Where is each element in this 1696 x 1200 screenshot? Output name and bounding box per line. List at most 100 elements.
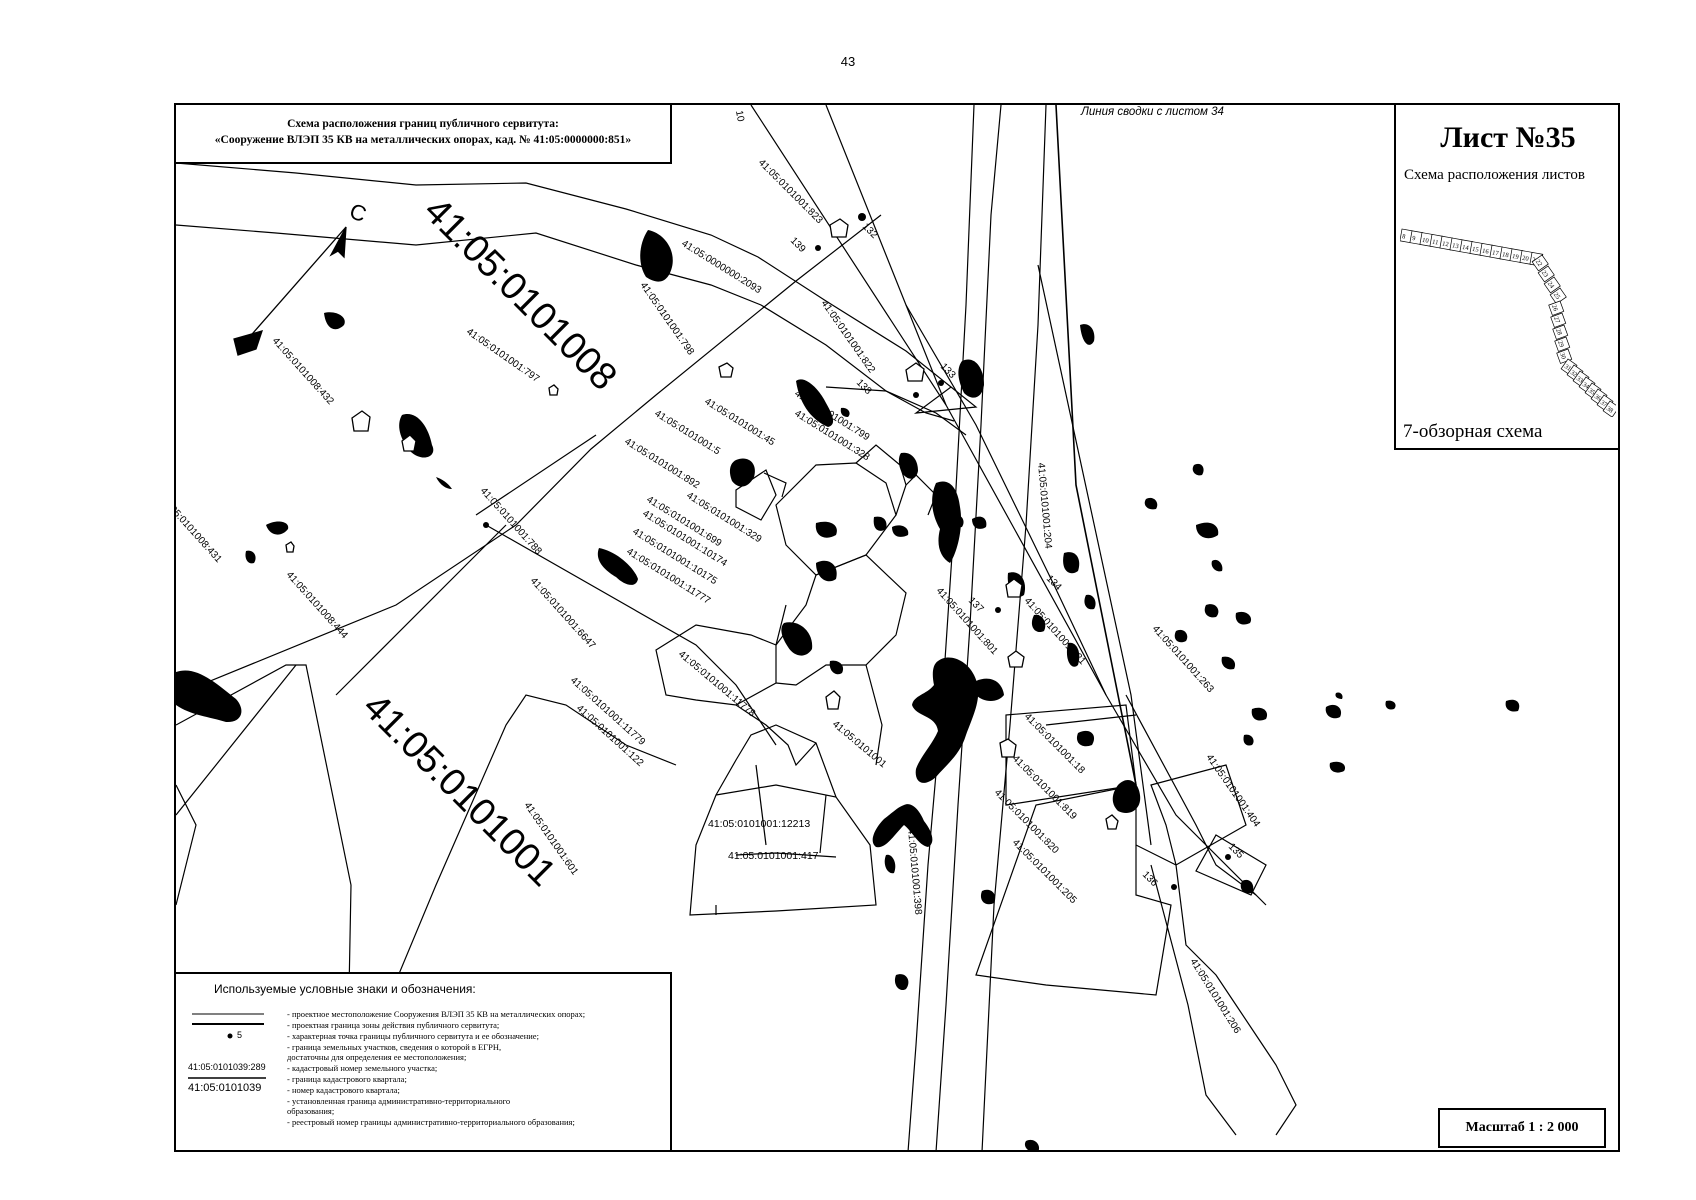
parcel-label: 41:05:0101001:6647 <box>528 576 598 652</box>
parcel-label: 41:05:0101001:5 <box>652 408 722 457</box>
overview-sheet-cell: 20 <box>1519 250 1534 265</box>
overview-sheet-cell: 27 <box>1550 312 1567 328</box>
parcel <box>755 764 767 846</box>
overview-sheet-number: 30 <box>1558 352 1567 361</box>
north-arrow-shaft <box>245 226 347 342</box>
blob <box>1144 497 1158 510</box>
overview-sheet-number: 25 <box>1552 292 1561 301</box>
parcel-label: 41:05:0101001:11778 <box>676 649 757 720</box>
blob <box>884 854 896 874</box>
overview-sheet-rect <box>1531 254 1549 272</box>
overview-sheet-number: 15 <box>1472 246 1480 254</box>
overview-sheet-number: 36 <box>1593 393 1603 403</box>
house-icon <box>905 362 925 382</box>
parcel-label: 41:05:0101001 <box>830 719 889 771</box>
overview-sheet-rect <box>1543 276 1561 294</box>
power-line-a <box>750 105 1267 906</box>
road-edge <box>176 224 955 422</box>
cadastral-map[interactable]: С Линия сводки с листом 34 41:05:0101008… <box>176 105 1620 1152</box>
blob <box>245 550 256 564</box>
overview-sheet-rect <box>1554 336 1571 352</box>
house-icon <box>401 434 417 452</box>
parcel-label: 41:05:0101001:329 <box>684 490 763 545</box>
house-icon <box>829 218 849 238</box>
blob <box>1080 324 1095 345</box>
point-label: 10 <box>733 110 746 123</box>
parcel <box>715 724 837 798</box>
blob <box>898 452 918 479</box>
parcel-label: 41:05:0101001:892 <box>622 436 701 491</box>
blob <box>932 481 962 563</box>
point-markers <box>483 213 1231 890</box>
map-frame[interactable]: С Линия сводки с листом 34 41:05:0101008… <box>174 103 1620 1152</box>
overview-label: 7-обзорная схема <box>1403 421 1543 442</box>
overview-sheet-number: 31 <box>1563 363 1572 372</box>
parcel-label: 41:05:0101001:204 <box>1035 462 1054 549</box>
blob <box>1221 656 1236 670</box>
overview-sheet-rect <box>1537 265 1555 283</box>
parcel <box>1045 714 1137 726</box>
parcel-label: 41:05:0101008:444 <box>284 570 350 642</box>
legend-box: Используемые условные знаки и обозначени… <box>176 972 672 1150</box>
point-marker <box>483 522 489 528</box>
house-icon <box>1007 650 1025 668</box>
overview-sheet-number: 11 <box>1432 239 1439 247</box>
legend-item: - номер кадастрового квартала; <box>287 1085 400 1095</box>
overview-sheet-number: 16 <box>1482 248 1490 256</box>
house-icon <box>351 410 371 432</box>
blob <box>980 889 996 905</box>
blob <box>1204 604 1219 618</box>
blob <box>950 514 964 528</box>
sheet-title: Лист №35 <box>1440 121 1576 154</box>
overview-sheet-cell: 18 <box>1499 246 1514 262</box>
legend-item: - граница кадастрового квартала; <box>287 1074 407 1084</box>
blob <box>840 407 850 417</box>
overview-sheet-cell: 26 <box>1548 300 1565 316</box>
parcel <box>775 554 907 686</box>
legend-item: - граница земельных участков, сведения о… <box>287 1042 502 1052</box>
overview-sheet-rect <box>1548 300 1565 316</box>
overview-sheet-cell: 11 <box>1429 233 1444 249</box>
overview-sheet-rect <box>1552 324 1569 340</box>
overview-sheet-number: 17 <box>1492 249 1500 257</box>
parcel <box>735 852 837 858</box>
road-edge <box>913 386 978 414</box>
parcel-label: 41:05:0101008:432 <box>270 336 336 408</box>
legend-item: - установленная граница административно-… <box>287 1096 511 1106</box>
overview-sheet-number: 14 <box>1462 244 1470 252</box>
sidewalk <box>825 386 967 436</box>
parcel <box>689 784 877 916</box>
overview-sheet-cell: 24 <box>1543 276 1561 294</box>
blob <box>266 521 289 535</box>
blob <box>1084 594 1096 610</box>
overview-sheet-cell: 23 <box>1537 265 1555 283</box>
parcel <box>1135 844 1297 1136</box>
parcel-label: 41:05:0101001:45 <box>702 396 777 448</box>
legend-item: - характерная точка границы публичного с… <box>287 1031 539 1041</box>
overview-sheet-cell: 22 <box>1531 254 1549 272</box>
blob <box>1066 642 1080 667</box>
right-road <box>935 105 1002 1150</box>
title-line-2: «Сооружение ВЛЭП 35 КВ на металлических … <box>214 134 632 146</box>
blob <box>1385 700 1396 710</box>
blob <box>1063 552 1080 574</box>
blob <box>912 657 979 783</box>
parcel-label: 41:05:0101001:823 <box>756 157 825 226</box>
overview-sheet-number: 28 <box>1554 328 1563 337</box>
point-label: 132 <box>860 221 880 241</box>
parcel <box>1195 834 1267 896</box>
sheet-overview-diagram: 8910111213141516171819202122232425262728… <box>1400 228 1616 417</box>
blob <box>597 548 638 585</box>
scale-box: Масштаб 1 : 2 000 <box>1438 1108 1606 1148</box>
title-box: Схема расположения границ публичного сер… <box>176 105 672 164</box>
blob <box>781 622 813 656</box>
overview-sheet-number: 20 <box>1522 255 1530 263</box>
house-symbols <box>285 218 1119 830</box>
house-icon <box>285 541 295 553</box>
point-marker <box>858 213 866 221</box>
overview-sheet-number: 22 <box>1534 259 1543 268</box>
overview-sheet-rect <box>1550 312 1567 328</box>
blob <box>1192 463 1204 476</box>
parcel <box>819 794 827 854</box>
boundary <box>485 524 777 746</box>
